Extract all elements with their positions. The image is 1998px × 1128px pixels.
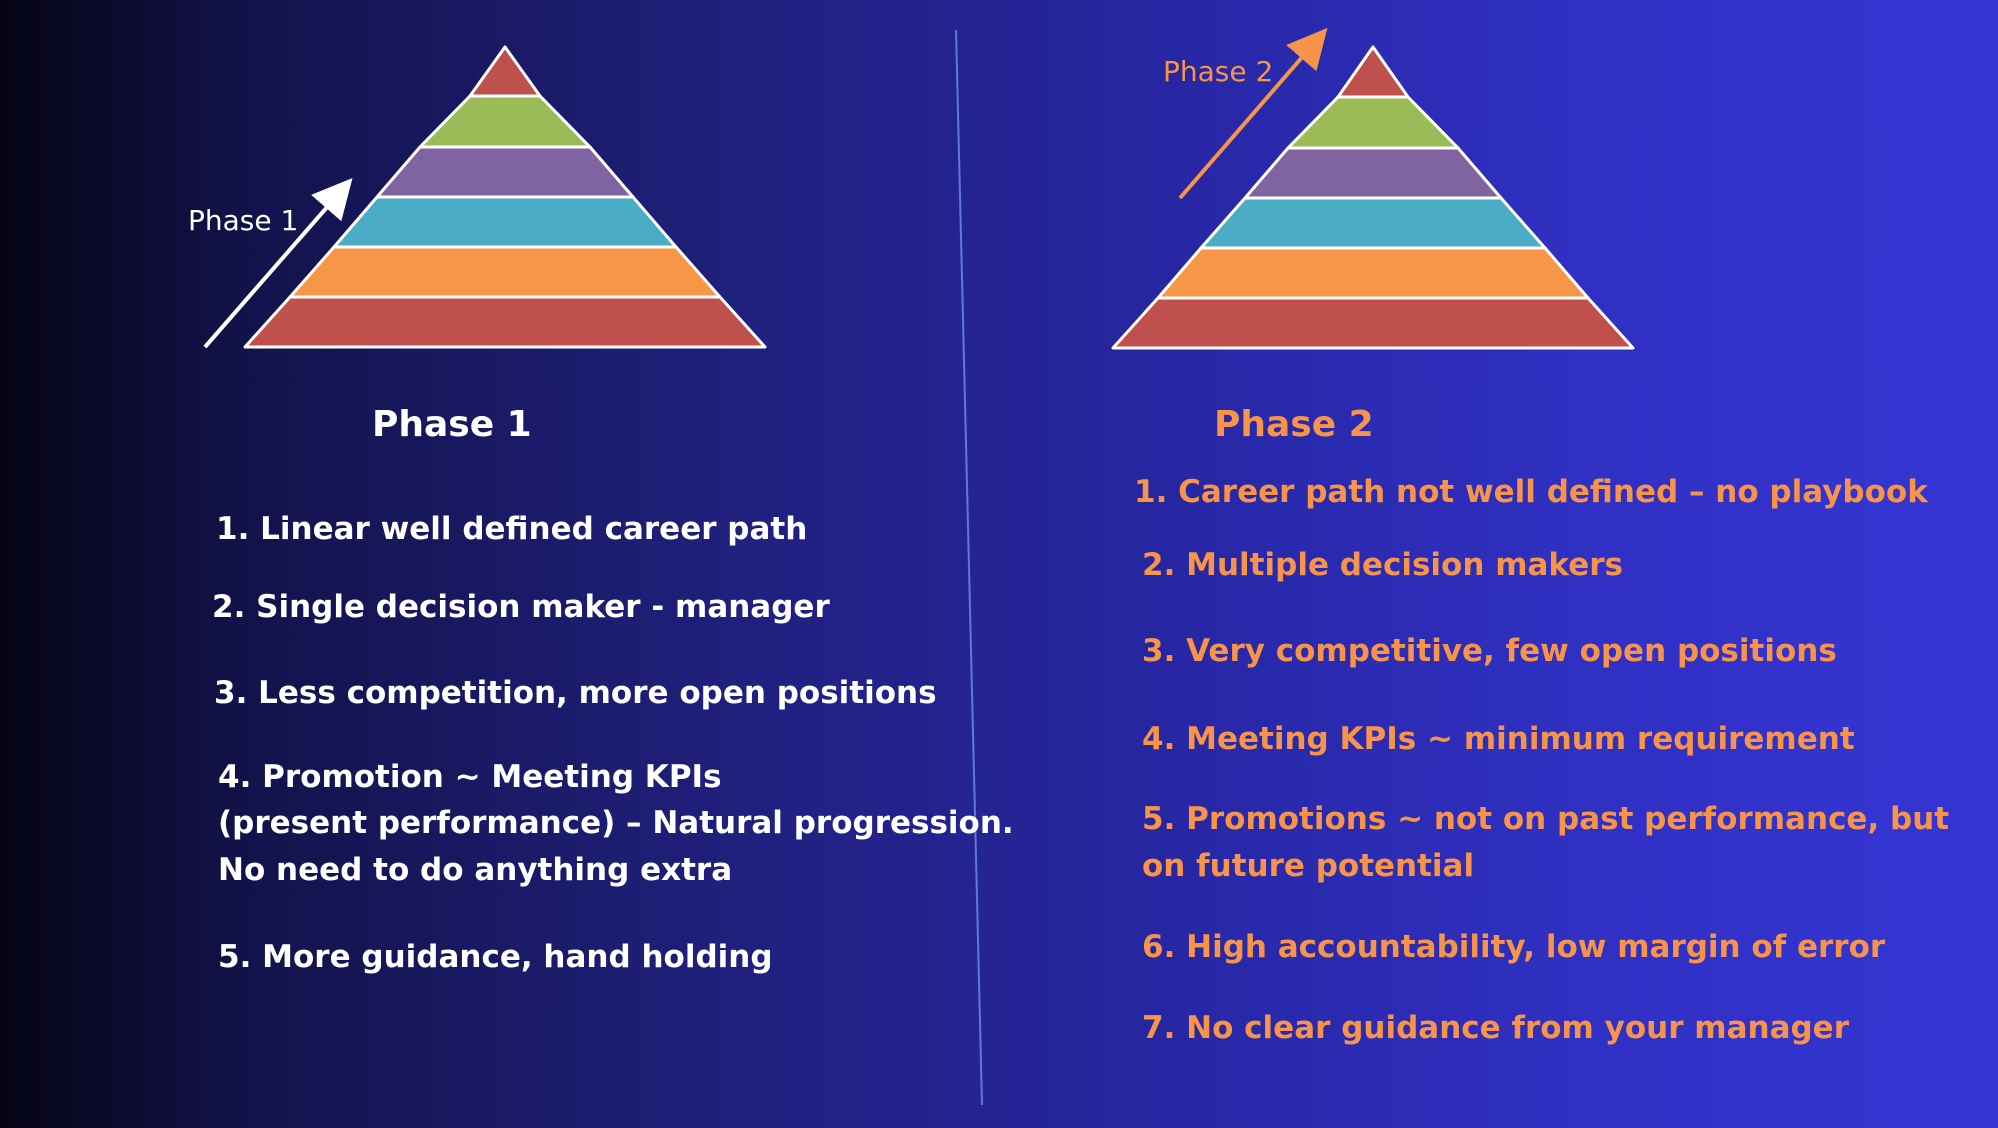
phase1-pyramid-tier-base: [243, 295, 767, 349]
phase1-pyramid-tier-4: [332, 195, 678, 249]
phase2-arrow-label: Phase 2: [1163, 55, 1274, 88]
phase1-pyramid-tier-2: [418, 94, 592, 149]
phase2-item-4: 4. Meeting KPIs ~ minimum requirement: [1142, 721, 1855, 757]
phase1-item-4-line-2: (present performance) – Natural progress…: [218, 805, 1014, 841]
phase2-item-1: 1. Career path not well defined – no pla…: [1134, 474, 1928, 510]
center-divider: [955, 29, 983, 1106]
phase2-item-6: 6. High accountability, low margin of er…: [1142, 929, 1886, 965]
phase2-pyramid-tier-5: [1156, 246, 1590, 300]
phase1-item-2: 2. Single decision maker - manager: [212, 589, 830, 625]
phase1-pyramid-tier-3: [375, 145, 635, 199]
phase1-heading: Phase 1: [372, 404, 532, 445]
phase1-item-4: 4. Promotion ~ Meeting KPIs: [218, 759, 722, 795]
phase2-heading: Phase 2: [1214, 404, 1374, 445]
phase2-item-2: 2. Multiple decision makers: [1142, 547, 1623, 583]
phase2-pyramid-tier-4: [1199, 196, 1547, 250]
phase2-item-7: 7. No clear guidance from your manager: [1142, 1010, 1849, 1046]
phase1-pyramid: [243, 45, 767, 349]
phase2-arrow: [1178, 27, 1328, 200]
phase2-pyramid-tier-2: [1286, 95, 1460, 150]
phase2-item-5-line-2: on future potential: [1142, 848, 1475, 884]
phase2-item-5: 5. Promotions ~ not on past performance,…: [1142, 801, 1950, 837]
phase2-pyramid-tier-3: [1243, 146, 1503, 200]
phase1-arrow: [203, 177, 353, 349]
phase2-item-3: 3. Very competitive, few open positions: [1142, 633, 1837, 669]
phase2-pyramid: [1111, 45, 1635, 350]
phase1-item-4-line-3: No need to do anything extra: [218, 852, 733, 888]
phase2-pyramid-tier-base: [1111, 296, 1635, 350]
phase1-pyramid-tier-5: [288, 245, 722, 299]
phase1-arrow-label: Phase 1: [188, 204, 299, 237]
phase1-item-5: 5. More guidance, hand holding: [218, 939, 773, 975]
phase1-pyramid-tier-1: [468, 45, 542, 98]
phase2-pyramid-tier-1: [1336, 45, 1410, 99]
phase1-item-3: 3. Less competition, more open positions: [214, 675, 937, 711]
phase1-item-1: 1. Linear well defined career path: [216, 511, 808, 547]
